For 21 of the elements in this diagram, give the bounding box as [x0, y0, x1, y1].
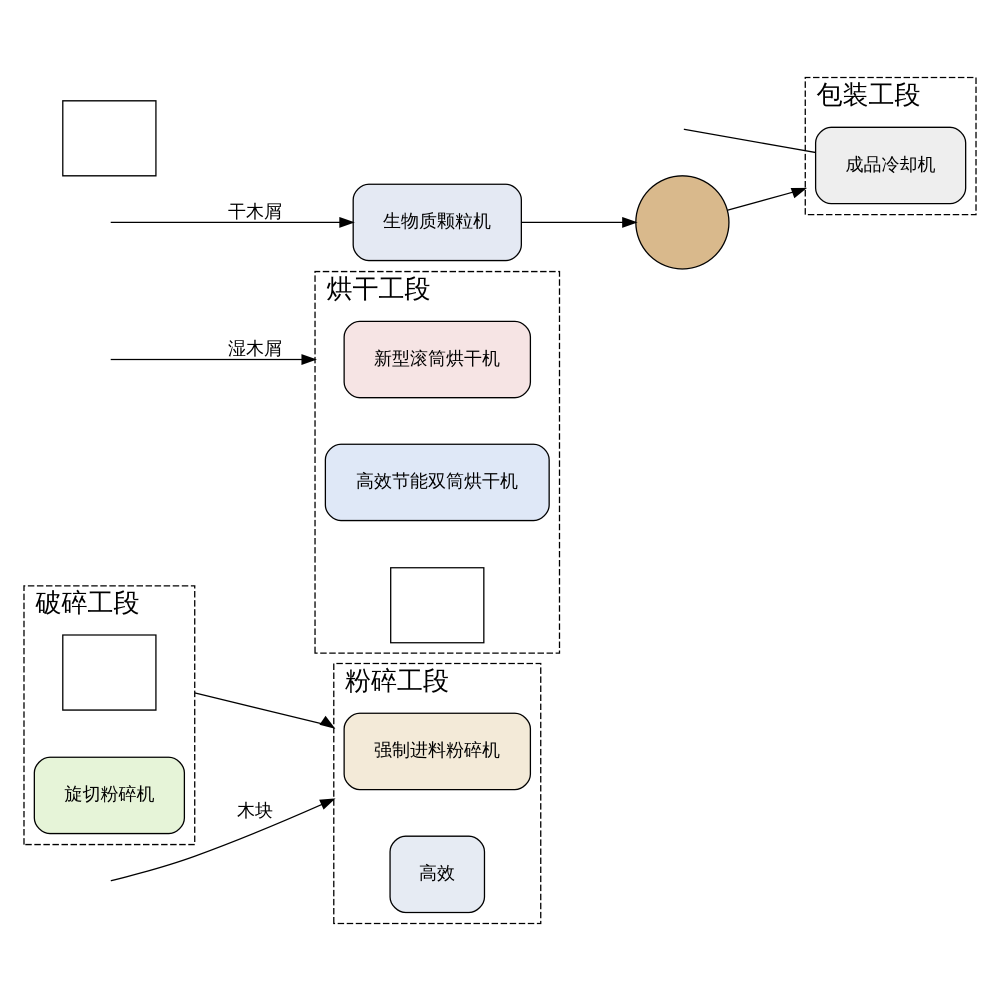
arrow	[110, 216, 355, 228]
edge-label: 木块	[236, 800, 273, 821]
node-box: 成品冷却机	[814, 126, 966, 204]
node-box	[390, 566, 484, 643]
arrow	[728, 187, 808, 210]
node-box: 高效节能双筒烘干机	[324, 443, 550, 521]
arrow	[521, 216, 638, 228]
node-circle	[635, 174, 730, 270]
arrow	[110, 354, 317, 364]
connector	[684, 128, 816, 153]
node-box	[62, 634, 157, 710]
node-box: 高效	[389, 835, 486, 913]
arrow	[194, 692, 336, 728]
edge-label: 湿木屑	[228, 338, 282, 360]
node-box: 旋切粉碎机	[34, 756, 186, 834]
edge-label: 干木屑	[228, 200, 282, 222]
node-box: 生物质颗粒机	[352, 183, 522, 261]
node-box: 新型滚筒烘干机	[343, 320, 532, 398]
node-box: 强制进料粉碎机	[343, 712, 532, 790]
node-box	[62, 100, 157, 176]
arrow	[110, 798, 336, 881]
